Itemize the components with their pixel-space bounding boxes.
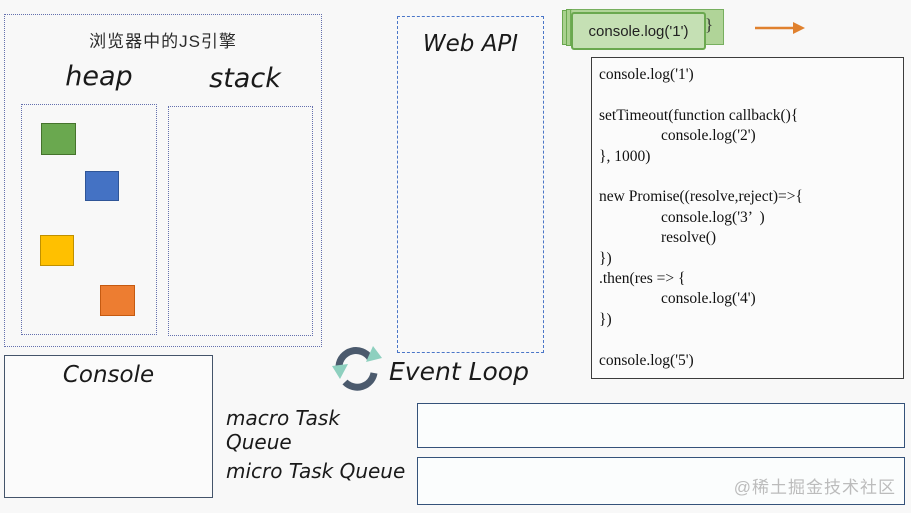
web-api-label: Web API [422,31,519,57]
watermark: @稀土掘金技术社区 [733,478,896,497]
right-arrow-icon [755,22,805,34]
console-label: Console [62,362,155,388]
snippet-brace: } [705,15,714,34]
event-loop-label: Event Loop [389,357,529,386]
js-engine-title: 浏览器中的JS引擎 [89,32,237,51]
code-block: console.log('1') setTimeout(function cal… [591,57,904,379]
web-api-box: Web API [397,16,544,353]
snippet-code-text: console.log('1') [588,22,689,40]
macro-task-queue-label: macro Task Queue [226,406,340,454]
micro-task-queue-label: micro Task Queue [226,459,406,483]
code-text: console.log('1') setTimeout(function cal… [599,66,803,369]
stack-area [168,106,313,336]
micro-task-queue-box [417,457,905,505]
heap-label: heap [65,61,133,92]
snippet-chip: console.log('1') [571,12,706,50]
event-loop-icon [332,346,382,391]
heap-block-4 [100,285,135,316]
console-box: Console [4,355,213,498]
heap-area [21,104,157,335]
stack-label: stack [209,63,281,94]
heap-block-3 [40,235,74,266]
macro-task-queue-box [417,403,905,448]
js-engine-box: 浏览器中的JS引擎 heap stack [4,14,322,347]
heap-block-2 [85,171,119,201]
heap-block-1 [41,123,76,155]
